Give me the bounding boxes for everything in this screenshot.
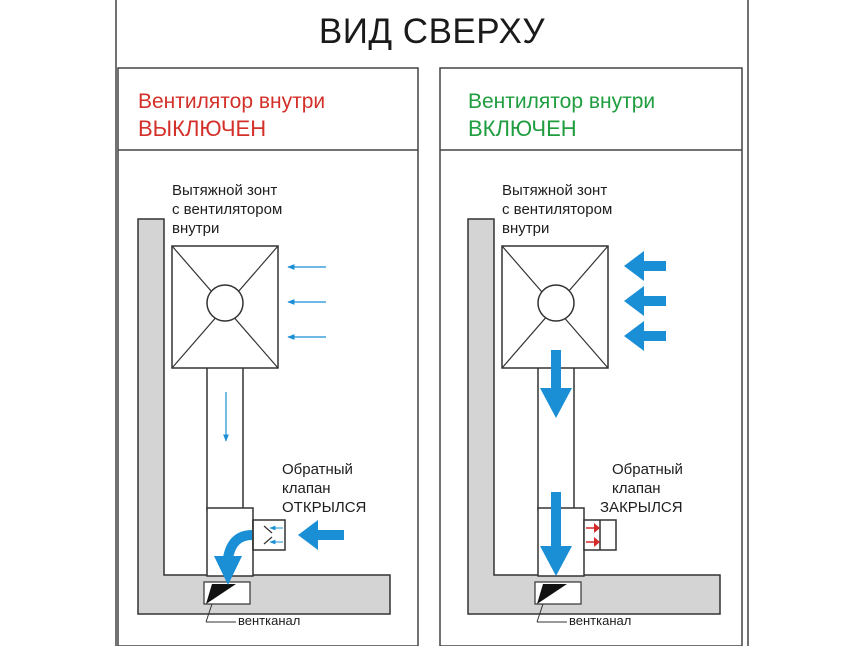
curved-flow-arrow xyxy=(214,530,253,585)
exhaust-hood xyxy=(171,245,279,369)
valve-label-line2: клапан xyxy=(612,480,661,497)
duct-label: вентканал xyxy=(569,613,632,628)
panel-heading-line1: Вентилятор внутри xyxy=(468,90,656,113)
wall xyxy=(137,218,391,615)
wall xyxy=(467,218,721,615)
panel-heading-line1: Вентилятор внутри xyxy=(138,90,326,113)
panel-heading-line2: ВЫКЛЮЧЕН xyxy=(138,116,267,141)
hood-label-line3: внутри xyxy=(502,220,550,237)
check-valve-closed xyxy=(583,519,617,551)
hood-label-line1: Вытяжной зонт xyxy=(502,182,608,199)
strong-down-arrows xyxy=(540,350,572,576)
fan-circle xyxy=(206,284,244,322)
strong-air-arrows xyxy=(624,251,666,351)
valve-label-line2: клапан xyxy=(282,480,331,497)
hood-label-line2: с вентилятором xyxy=(172,201,283,218)
page-title: ВИД СВЕРХУ xyxy=(318,12,546,51)
panel-fan-on xyxy=(439,67,743,647)
vent-channel xyxy=(534,581,582,623)
hood-label-line2: с вентилятором xyxy=(502,201,613,218)
panel-fan-off xyxy=(117,67,419,647)
valve-label-line3: ЗАКРЫЛСЯ xyxy=(600,499,683,516)
valve-label-line1: Обратный xyxy=(282,461,353,478)
hood-label-line3: внутри xyxy=(172,220,220,237)
valve-label-line3: ОТКРЫЛСЯ xyxy=(282,499,367,516)
bold-air-arrow-in xyxy=(298,520,344,550)
valve-label-line1: Обратный xyxy=(612,461,683,478)
duct-label: вентканал xyxy=(238,613,301,628)
hood-label-line1: Вытяжной зонт xyxy=(172,182,278,199)
exhaust-hood xyxy=(501,245,609,369)
fan-circle xyxy=(537,284,575,322)
panel-heading-line2: ВКЛЮЧЕН xyxy=(468,116,577,141)
outer-frame xyxy=(115,0,749,646)
vent-channel xyxy=(203,581,251,623)
check-valve-open xyxy=(252,519,286,551)
weak-air-arrows xyxy=(223,264,326,442)
